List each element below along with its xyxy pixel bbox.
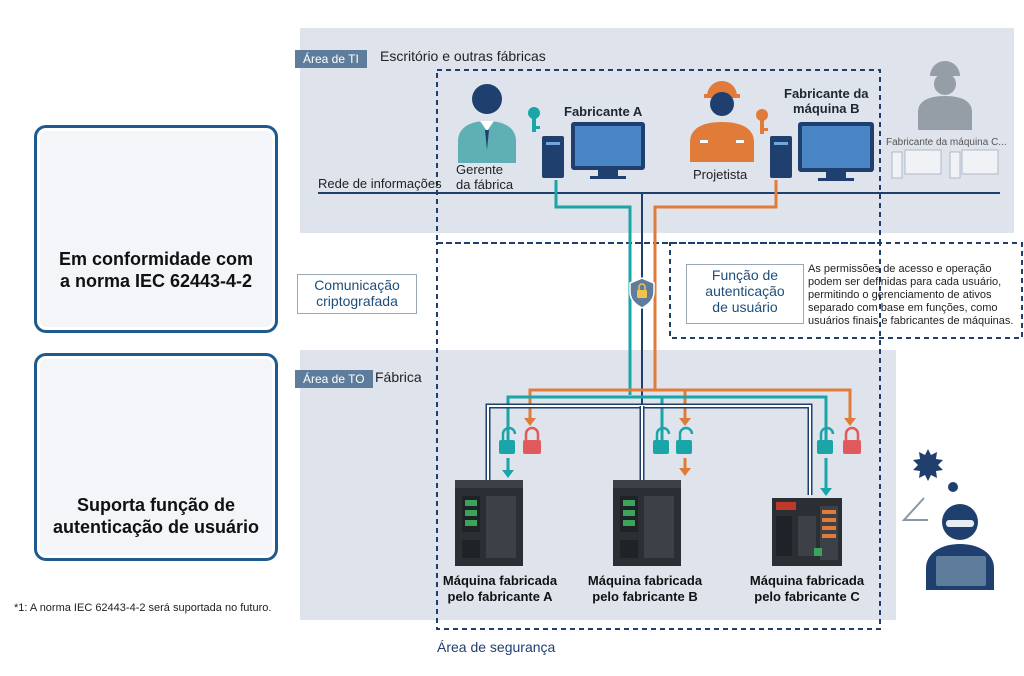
engineer-maker-c-icon <box>918 61 972 130</box>
machine-b-label: Máquina fabricada pelo fabricante B <box>587 573 703 604</box>
teal-arrow-c <box>820 488 832 496</box>
pc-maker-a-icon <box>542 122 645 179</box>
unlocked-padlock-c-icon <box>817 426 835 454</box>
machine-c-label: Máquina fabricada pelo fabricante C <box>749 573 865 604</box>
pc-maker-c-icon <box>891 149 999 179</box>
key-designer-icon <box>756 109 768 134</box>
orange-arrow-b <box>679 418 691 426</box>
plc-machine-b-icon <box>613 480 681 566</box>
plc-machine-c-icon <box>772 498 842 566</box>
security-area-it-box <box>436 69 881 244</box>
plant-manager-label: Gerente da fábrica <box>456 162 514 192</box>
plc-machine-a-icon <box>455 480 523 566</box>
orange-link-maker-b <box>653 180 778 390</box>
iec-compliance-title: Em conformidade com a norma IEC 62443-4-… <box>58 249 254 291</box>
encryption-shield-icon <box>629 277 655 309</box>
locked-padlock-a-icon <box>523 426 541 454</box>
iec-compliance-card: Em conformidade com a norma IEC 62443-4-… <box>34 125 278 333</box>
user-auth-title: Suporta função de autenticação de usuári… <box>52 495 260 537</box>
auth-function-description: As permissões de acesso e operação podem… <box>808 263 1014 327</box>
orange-arrow-b2 <box>679 468 691 476</box>
auth-function-dashed-box <box>669 242 1023 339</box>
teal-arrow-a <box>502 470 514 478</box>
locked-padlock-c-icon <box>843 426 861 454</box>
user-auth-card: Suporta função de autenticação de usuári… <box>34 353 278 561</box>
unlocked-padlock-a-icon <box>499 426 517 454</box>
attack-arrow <box>901 497 928 521</box>
it-area-title: Escritório e outras fábricas <box>380 48 546 64</box>
pc-maker-b-icon <box>770 122 874 181</box>
footnote: *1: A norma IEC 62443-4-2 será suportada… <box>14 602 272 614</box>
it-area-tag: Área de TI <box>295 50 367 68</box>
unlocked-padlock-b1-icon <box>653 426 671 454</box>
orange-arrow-c <box>844 418 856 426</box>
ot-area-title: Fábrica <box>375 369 422 385</box>
security-area-label: Área de segurança <box>437 639 556 655</box>
plant-manager-person-icon <box>458 84 516 163</box>
machine-a-label: Máquina fabricada pelo fabricante A <box>442 573 558 604</box>
network-label: Rede de informações <box>318 176 442 191</box>
teal-link-maker-a <box>554 180 632 395</box>
malware-gear-icon <box>913 449 958 492</box>
maker-a-label: Fabricante A <box>564 104 643 119</box>
maker-b-label: Fabricante da máquina B <box>784 86 869 116</box>
designer-label: Projetista <box>693 167 748 182</box>
ot-area-zone <box>300 350 896 620</box>
hacker-icon <box>926 504 994 590</box>
orange-arrow-a <box>524 418 536 426</box>
unlocked-padlock-b2-icon <box>676 426 694 454</box>
designer-person-icon <box>690 81 754 162</box>
encrypted-communication-label: Comunicação criptografada <box>297 274 417 314</box>
teal-distribution <box>506 395 828 440</box>
auth-function-title: Função de autenticação de usuário <box>686 264 804 324</box>
ot-area-tag: Área de TO <box>295 370 373 388</box>
key-manager-icon <box>528 107 540 132</box>
maker-c-label: Fabricante da máquina C... <box>886 137 1007 148</box>
it-area-zone <box>300 28 1014 233</box>
